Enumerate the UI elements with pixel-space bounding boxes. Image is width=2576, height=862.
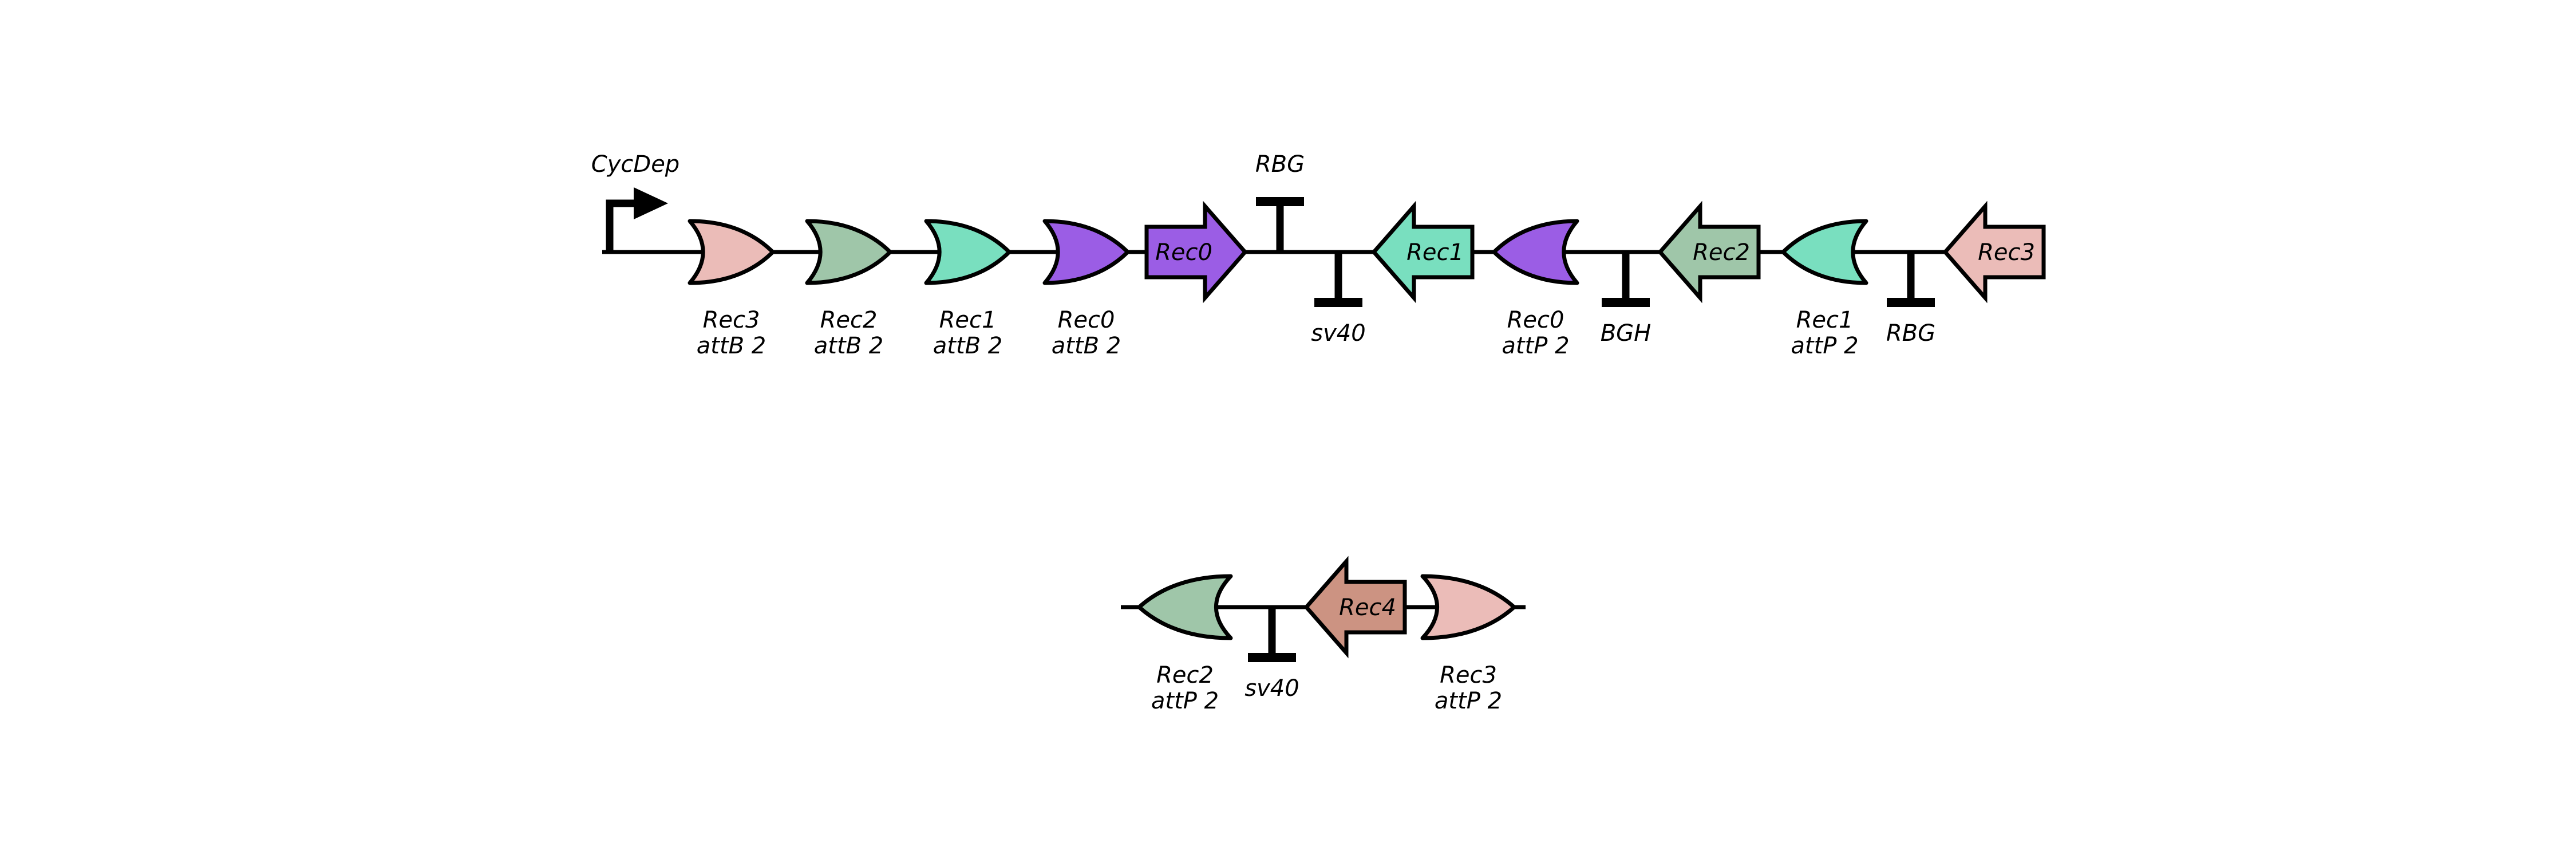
- terminator-rbg-2-label: RBG: [1886, 320, 1935, 347]
- terminator-sv40-1: sv40: [1311, 252, 1366, 347]
- site-rec0-attp2-label-line: attP 2: [1502, 333, 1569, 359]
- site-rec3-attp2-label-line: Rec3: [1440, 662, 1497, 688]
- terminator-sv40-2-label: sv40: [1244, 675, 1299, 702]
- terminator-sv40-2-label-line: sv40: [1244, 675, 1299, 702]
- site-rec1-attb2-label-line: attB 2: [933, 333, 1002, 359]
- cds-rec0-label: Rec0: [1155, 239, 1212, 266]
- site-rec1-attb2-label-line: Rec1: [939, 307, 997, 333]
- recombination-site-icon: [924, 219, 1012, 285]
- terminator-bgh: BGH: [1601, 252, 1652, 347]
- terminator-bgh-label-line: BGH: [1601, 320, 1652, 347]
- terminator-rbg-2: RBG: [1886, 252, 1935, 347]
- terminator-sv40-2: sv40: [1244, 607, 1299, 702]
- promoter-arrowhead-icon: [634, 187, 668, 219]
- site-rec3-attp2-label-line: attP 2: [1435, 688, 1502, 714]
- cds-rec2: Rec2: [1657, 200, 1761, 304]
- terminator-rbg-1-label-line: RBG: [1255, 151, 1305, 178]
- cds-rec1-label: Rec1: [1406, 239, 1464, 266]
- site-rec2-attb2-label-line: attB 2: [814, 333, 883, 359]
- site-rec0-attb2-label-line: Rec0: [1058, 307, 1115, 333]
- site-rec3-attb2-label-line: attB 2: [697, 333, 766, 359]
- recombination-site-icon: [1420, 574, 1516, 640]
- recombination-site-icon: [805, 219, 892, 285]
- promoter-arrow-icon: [606, 199, 635, 252]
- cds-arrow-icon: [1303, 556, 1407, 659]
- terminator-rbg-1-label: RBG: [1255, 151, 1305, 178]
- cds-rec0: Rec0: [1144, 200, 1248, 304]
- site-rec3-attb2-label-line: Rec3: [703, 307, 760, 333]
- cds-rec2-label: Rec2: [1693, 239, 1750, 266]
- terminator-rbg-2-label-line: RBG: [1886, 320, 1935, 347]
- terminator-sv40-1-label: sv40: [1311, 320, 1365, 347]
- site-rec2-attp2-label-line: Rec2: [1156, 662, 1214, 688]
- recombination-site-icon: [1042, 219, 1130, 285]
- cds-arrow-icon: [1144, 200, 1248, 304]
- site-rec0-attp2-label-line: Rec0: [1507, 307, 1564, 333]
- cds-rec4: Rec4: [1303, 556, 1407, 659]
- site-rec2-attb2-label-line: Rec2: [820, 307, 878, 333]
- cds-arrow-icon: [1371, 200, 1475, 304]
- promoter-cycdep: CycDep: [591, 151, 679, 252]
- recombination-site-icon: [1137, 574, 1233, 640]
- terminator-rbg-1: RBG: [1255, 151, 1305, 252]
- cds-rec4-label: Rec4: [1339, 595, 1396, 621]
- cds-rec3-label: Rec3: [1978, 239, 2035, 266]
- site-rec1-attp2-label-line: Rec1: [1796, 307, 1854, 333]
- recombination-site-icon: [688, 219, 775, 285]
- site-rec1-attp2-label-line: attP 2: [1791, 333, 1858, 359]
- cds-arrow-icon: [1942, 200, 2046, 304]
- cds-rec3: Rec3: [1942, 200, 2046, 304]
- promoter-cycdep-label-line: CycDep: [591, 151, 679, 178]
- recombination-site-icon: [1492, 219, 1579, 285]
- cds-arrow-icon: [1657, 200, 1761, 304]
- cds-rec1: Rec1: [1371, 200, 1475, 304]
- promoter-cycdep-label: CycDep: [591, 151, 679, 178]
- terminator-bgh-label: BGH: [1601, 320, 1652, 347]
- site-rec2-attp2-label-line: attP 2: [1151, 688, 1219, 714]
- recombination-site-icon: [1781, 219, 1868, 285]
- site-rec0-attb2-label-line: attB 2: [1052, 333, 1121, 359]
- terminator-sv40-1-label-line: sv40: [1311, 320, 1365, 347]
